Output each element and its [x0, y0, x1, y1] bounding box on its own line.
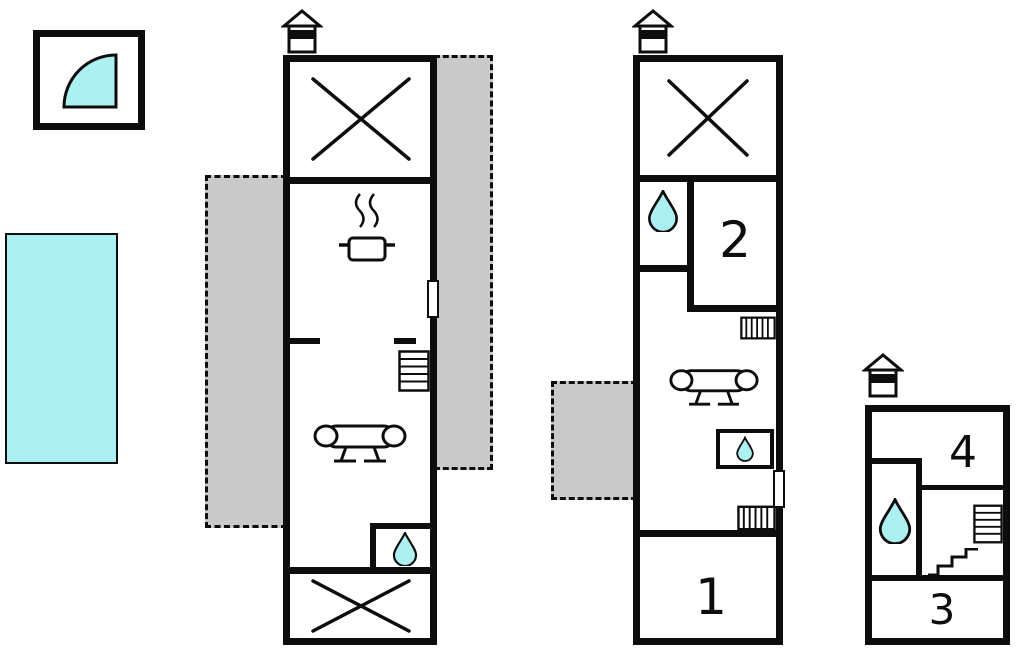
chimney-icon — [281, 9, 323, 54]
interior-wall — [872, 575, 1003, 581]
water-drop-icon — [648, 190, 678, 232]
interior-wall — [290, 567, 430, 574]
room-label-4: 4 — [949, 426, 977, 478]
water-drop-icon — [878, 498, 912, 544]
interior-wall — [370, 523, 430, 529]
terrace-left-of-building-2 — [551, 381, 637, 500]
terrace-cross-icon — [667, 79, 749, 157]
terrace-cross-icon — [311, 579, 411, 633]
pool — [5, 233, 118, 464]
interior-wall — [916, 485, 1003, 490]
stairs-icon — [398, 350, 430, 392]
door-marker — [773, 470, 785, 508]
interior-wall — [916, 458, 922, 575]
interior-wall — [394, 338, 416, 344]
interior-wall — [640, 175, 776, 182]
room-label-3: 3 — [928, 584, 956, 634]
water-drop-icon — [392, 532, 418, 566]
sofa-icon — [313, 424, 407, 463]
building-3: 4 3 — [865, 405, 1010, 645]
chimney-icon — [632, 9, 674, 54]
legend-box — [33, 30, 145, 130]
interior-wall — [290, 338, 320, 344]
interior-wall — [687, 175, 694, 312]
interior-wall — [370, 523, 376, 567]
room-label-2: 2 — [719, 211, 751, 269]
interior-wall — [640, 265, 694, 272]
radiator-icon — [740, 316, 776, 340]
terrace-right-of-building-1 — [434, 55, 493, 470]
building-2: 2 — [633, 55, 785, 645]
door-swing-icon — [62, 53, 118, 109]
water-drop-icon — [736, 436, 754, 462]
sofa-icon — [669, 369, 759, 406]
interior-wall — [290, 177, 430, 184]
interior-wall — [640, 530, 776, 537]
interior-wall — [872, 458, 922, 464]
radiator-icon — [737, 505, 776, 531]
shower-box — [716, 429, 774, 469]
door-marker — [427, 280, 439, 318]
stairs-icon — [973, 504, 1003, 544]
building-1 — [283, 55, 439, 645]
interior-wall — [687, 305, 776, 312]
chimney-icon — [862, 353, 904, 398]
terrace-left-of-building-1 — [205, 175, 287, 528]
terrace-cross-icon — [311, 77, 411, 161]
steps-icon — [928, 548, 978, 576]
room-label-1: 1 — [695, 568, 727, 626]
stove-pot-icon — [339, 193, 395, 262]
